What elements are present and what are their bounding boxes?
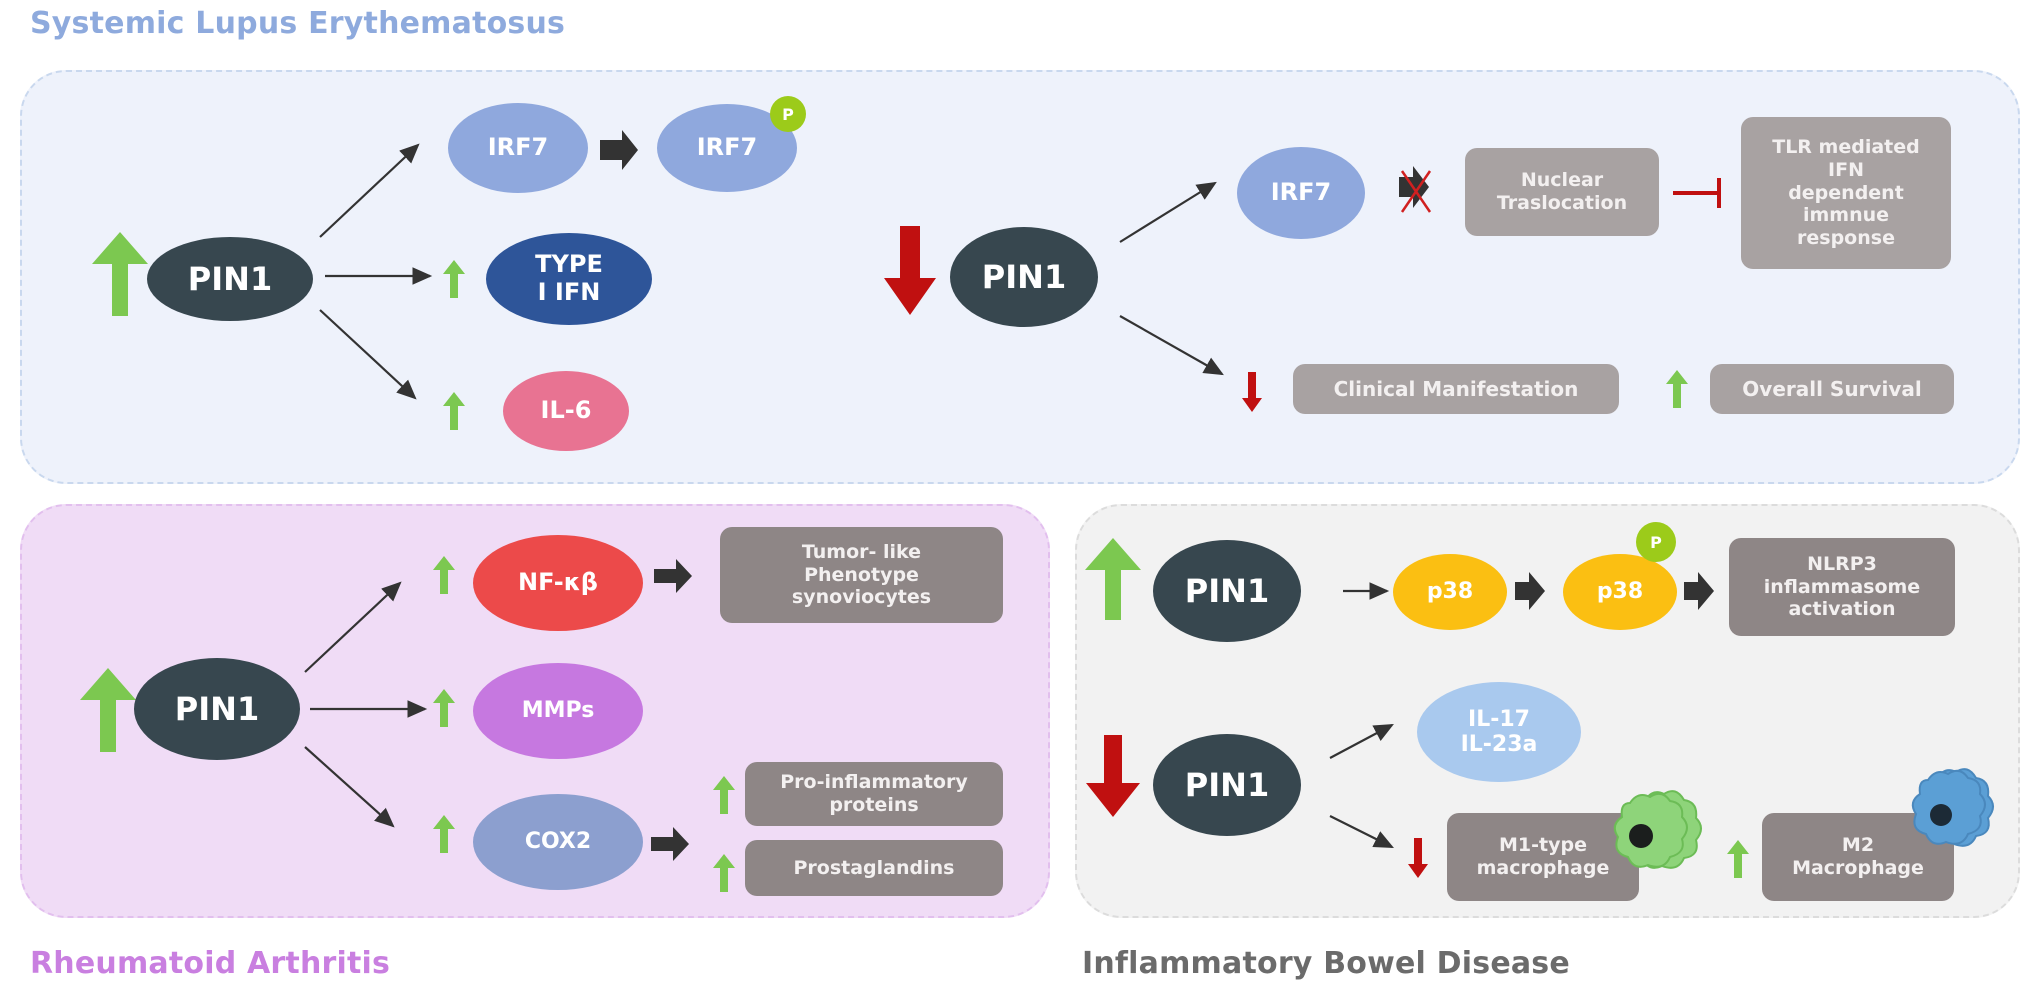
pro-inflammatory-box: Pro-inflammatory proteins xyxy=(745,762,1003,826)
m1-line: M1-type xyxy=(1499,834,1587,857)
sle-il6-node: IL-6 xyxy=(503,371,629,451)
tumor-line: synoviocytes xyxy=(791,586,932,609)
sle-irf7-down-node: IRF7 xyxy=(1237,147,1365,239)
tlr-line: TLR mediated xyxy=(1772,136,1920,158)
m1-macrophage-box: M1-type macrophage xyxy=(1447,813,1639,901)
tlr-response-box: TLR mediated IFN dependent immnue respon… xyxy=(1741,117,1951,269)
m2-macrophage-box: M2 Macrophage xyxy=(1762,813,1954,901)
proinflam-line: proteins xyxy=(829,794,919,816)
tlr-line: IFN xyxy=(1828,158,1864,181)
ibd-pin1-down-node: PIN1 xyxy=(1153,734,1301,836)
ibd-p38-node: p38 xyxy=(1393,554,1507,630)
tumor-line: Tumor- like xyxy=(801,540,922,563)
nuclear-line1: Nuclear xyxy=(1520,169,1604,192)
tlr-line: immnue xyxy=(1802,204,1890,227)
ra-mmps-node: MMPs xyxy=(473,663,643,759)
sle-pin1-up-node: PIN1 xyxy=(147,237,313,321)
prostaglandins-box: Prostaglandins xyxy=(745,840,1003,896)
sle-pin1-down-node: PIN1 xyxy=(950,227,1098,327)
ibd-pin1-up-node: PIN1 xyxy=(1153,540,1301,642)
sle-irf7-node: IRF7 xyxy=(448,103,588,193)
ibd-title: Inflammatory Bowel Disease xyxy=(1082,946,1570,981)
nlrp3-line: inflammasome xyxy=(1763,575,1921,598)
phospho-badge: P xyxy=(770,96,806,132)
m2-line: M2 xyxy=(1841,834,1875,857)
tumor-phenotype-box: Tumor- like Phenotype synoviocytes xyxy=(720,527,1003,623)
ra-nfkb-node: NF-κβ xyxy=(473,535,643,631)
nlrp3-line: NLRP3 xyxy=(1807,552,1877,575)
ra-pin1-node: PIN1 xyxy=(134,658,300,760)
proinflam-line: Pro-inflammatory xyxy=(780,771,968,794)
nlrp3-box: NLRP3 inflammasome activation xyxy=(1729,538,1955,636)
type1-ifn-line1: TYPE xyxy=(535,250,603,279)
type1-ifn-line2: I IFN xyxy=(537,278,601,306)
il17-line2: IL-23a xyxy=(1460,732,1538,757)
tlr-line: dependent xyxy=(1788,181,1904,204)
sle-title: Systemic Lupus Erythematosus xyxy=(30,6,566,41)
phospho-badge: P xyxy=(1636,522,1676,562)
m1-line: macrophage xyxy=(1476,857,1610,879)
overall-survival-box: Overall Survival xyxy=(1710,364,1954,414)
nuclear-translocation-box: Nuclear Traslocation xyxy=(1465,148,1659,236)
tlr-line: response xyxy=(1797,227,1895,250)
nuclear-line2: Traslocation xyxy=(1496,192,1628,214)
nlrp3-line: activation xyxy=(1788,598,1896,621)
ibd-p38-phospho-node: p38 xyxy=(1563,554,1677,630)
tumor-line: Phenotype xyxy=(804,563,919,586)
il17-line1: IL-17 xyxy=(1468,706,1530,732)
m2-line: Macrophage xyxy=(1792,857,1924,879)
ibd-il17-node: IL-17 IL-23a xyxy=(1417,682,1581,782)
clinical-manifestation-box: Clinical Manifestation xyxy=(1293,364,1619,414)
ra-cox2-node: COX2 xyxy=(473,794,643,890)
ra-title: Rheumatoid Arthritis xyxy=(30,946,391,981)
sle-type1-ifn-node: TYPE I IFN xyxy=(486,233,652,325)
